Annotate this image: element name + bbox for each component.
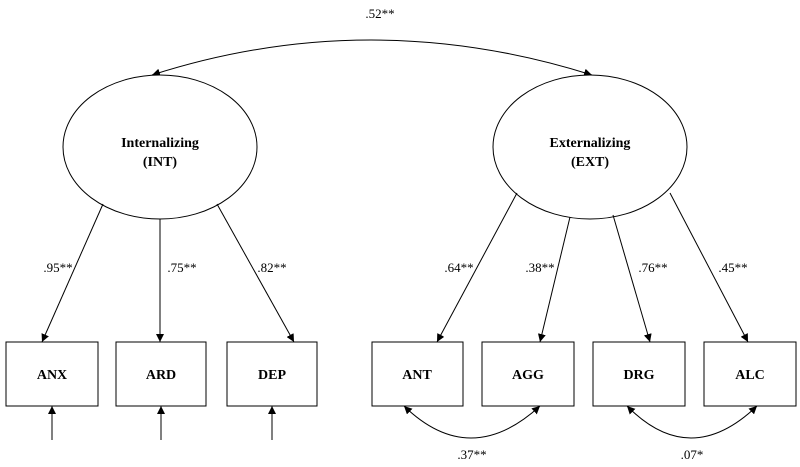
- loading-label-dep: .82**: [257, 260, 286, 275]
- loading-path-dep: [216, 203, 295, 343]
- indicator-label-alc: ALC: [735, 368, 765, 383]
- indicator-box-agg: [481, 341, 575, 407]
- indicator-label-drg: DRG: [623, 368, 654, 383]
- latent-externalizing-name: Externalizing: [550, 136, 631, 151]
- loading-label-drg: .76**: [638, 260, 667, 275]
- latent-externalizing: [492, 74, 688, 220]
- indicator-label-ant: ANT: [402, 368, 432, 383]
- latent-internalizing-name: Internalizing: [121, 136, 199, 151]
- indicator-box-dep: [226, 341, 318, 407]
- residual-correlation-drg-alc: [626, 405, 758, 439]
- residual-correlation-label-ant-agg: .37**: [457, 447, 486, 462]
- loading-label-ard: .75**: [167, 260, 196, 275]
- indicator-label-agg: AGG: [512, 368, 544, 383]
- loading-label-anx: .95**: [43, 260, 72, 275]
- residual-correlation-ant-agg: [403, 405, 541, 439]
- latent-correlation-path: [151, 39, 593, 77]
- indicator-box-drg: [592, 341, 686, 407]
- loading-path-alc: [669, 192, 749, 343]
- loading-path-ant: [436, 192, 518, 343]
- latent-internalizing-abbrev: (INT): [143, 155, 178, 170]
- indicator-box-anx: [5, 341, 99, 407]
- indicator-box-ant: [371, 341, 464, 407]
- residual-correlation-label-drg-alc: .07*: [681, 447, 704, 462]
- loading-path-drg: [612, 214, 652, 343]
- loading-label-ant: .64**: [444, 260, 473, 275]
- indicator-label-ard: ARD: [146, 368, 176, 383]
- indicator-label-anx: ANX: [37, 368, 67, 383]
- latent-externalizing-abbrev: (EXT): [571, 155, 609, 170]
- loading-label-agg: .38**: [525, 260, 554, 275]
- loading-path-anx: [41, 203, 104, 343]
- latent-correlation-label: .52**: [365, 6, 394, 21]
- indicator-label-dep: DEP: [258, 368, 286, 383]
- loading-path-agg: [537, 216, 571, 343]
- indicator-box-alc: [703, 341, 797, 407]
- loading-label-alc: .45**: [718, 260, 747, 275]
- indicator-box-ard: [115, 341, 207, 407]
